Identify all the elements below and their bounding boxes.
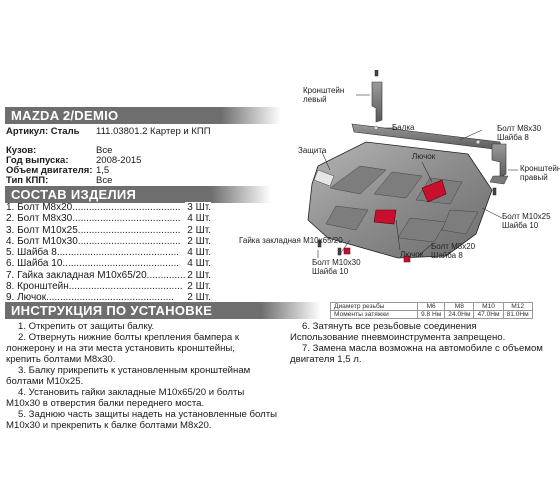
callout-nut: Гайка закладная М10х65/20 xyxy=(239,236,343,245)
list-item: 6. Шайба 10.............................… xyxy=(6,258,211,270)
parts-list: 1. Болт М8х20...........................… xyxy=(5,202,211,304)
instruction-line: крепить болтами М8х30. xyxy=(6,354,116,365)
parts-heading-bar: СОСТАВ ИЗДЕЛИЯ xyxy=(5,186,271,203)
model-title-bar: MAZDA 2/DEMIO xyxy=(5,107,281,124)
callout-beam: Балка xyxy=(392,123,415,132)
list-item: 4. Болт М10х30..........................… xyxy=(6,235,211,248)
callout-bracket-right: Кронштейн правый xyxy=(520,164,560,182)
assembly-diagram xyxy=(307,70,518,263)
instruction-line: двигателя 1,5 л. xyxy=(290,354,362,365)
instruction-line: 7. Замена масла возможна на автомобиле с… xyxy=(302,343,543,354)
hatch-top xyxy=(421,179,447,203)
instruction-line: 3. Балку прикрепить к установленным крон… xyxy=(18,365,251,376)
spec-gearbox: Тип КПП: Все xyxy=(6,175,113,186)
instruction-line: лонжерону и на эти места установить крон… xyxy=(6,343,235,354)
instructions-right: 6. Затянуть все резьбовые соединения Исп… xyxy=(290,321,558,365)
protection-plate xyxy=(307,141,493,259)
callout-bracket-left: Кронштейн левый xyxy=(303,86,345,104)
list-item: 2. Болт М8х30...........................… xyxy=(6,213,211,225)
list-item: 8. Кронштейн............................… xyxy=(6,281,211,293)
callout-hatch-bottom: Лючок xyxy=(400,250,424,259)
instruction-line: 1. Открепить от защиты балку. xyxy=(18,321,155,332)
instructions-heading-bar: ИНСТРУКЦИЯ ПО УСТАНОВКЕ xyxy=(5,302,321,319)
list-item: 1. Болт М8х20...........................… xyxy=(6,202,211,214)
instruction-line: 4. Установить гайки закладные М10х65/20 … xyxy=(18,387,245,398)
instruction-line: 5. Заднюю часть защиты надеть на установ… xyxy=(18,409,278,420)
callout-bolt-m8x30: Болт М8х30 Шайба 8 xyxy=(497,124,542,142)
spec-body: Кузов: Все xyxy=(6,145,113,156)
callout-hatch-top: Лючок xyxy=(412,152,436,161)
parts-heading: СОСТАВ ИЗДЕЛИЯ xyxy=(11,187,137,202)
model-title: MAZDA 2/DEMIO xyxy=(11,108,119,123)
spec-article: Артикул: Сталь 111.03801.2 Картер и КПП xyxy=(6,126,211,137)
list-item: 5. Шайба 8..............................… xyxy=(6,247,211,259)
callout-bolt-m10x30: Болт М10х30 Шайба 10 xyxy=(312,258,361,276)
instructions-heading: ИНСТРУКЦИЯ ПО УСТАНОВКЕ xyxy=(11,303,213,318)
spec-engine: Объем двигателя: 1,5 xyxy=(6,165,110,176)
instructions-left: 1. Открепить от защиты балку. 2. Отверну… xyxy=(6,321,291,431)
instruction-line: М10х30 и прекрепить к балке болтами М8х2… xyxy=(6,420,212,431)
spec-year: Год выпуска: 2008-2015 xyxy=(6,155,142,166)
list-item: 9. Лючок................................… xyxy=(6,292,211,304)
instruction-line: болтами М10х25. xyxy=(6,376,84,387)
callout-bolt-m8x20: Болт М8х20 Шайба 8 xyxy=(431,242,476,260)
callout-bolt-m10x25: Болт М10х25 Шайба 10 xyxy=(502,212,551,230)
hatch-bottom xyxy=(373,209,397,225)
instruction-line: М10х30 в отверстия балки переднего моста… xyxy=(6,398,205,409)
instruction-line: 6. Затянуть все резьбовые соединения xyxy=(302,321,477,332)
list-item: 7. Гайка закладная М10х65/20............… xyxy=(6,269,211,282)
callout-protection: Защита xyxy=(298,146,327,155)
instruction-line: Использование пневмоинструмента запрещен… xyxy=(290,332,506,343)
right-bracket-part xyxy=(489,143,509,185)
left-bracket-part xyxy=(371,81,383,123)
instruction-line: 2. Отвернуть нижние болты крепления бамп… xyxy=(18,332,240,343)
list-item: 3. Болт М10х25..........................… xyxy=(6,224,211,236)
